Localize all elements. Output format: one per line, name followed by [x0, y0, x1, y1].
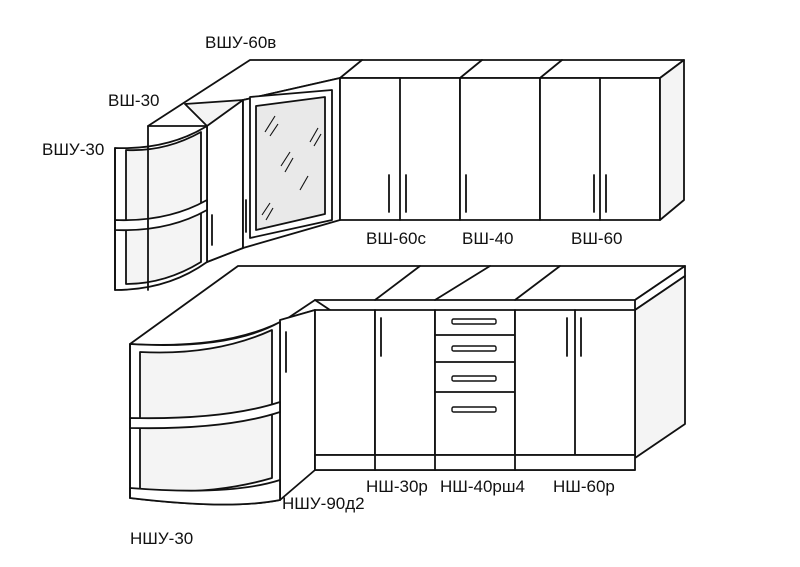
vshu-30-shelf-unit	[114, 125, 208, 291]
label-nshu-30: НШУ-30	[130, 529, 193, 548]
plinth	[314, 454, 636, 471]
upper-cabinets	[114, 59, 685, 291]
label-nsh-60r: НШ-60р	[553, 477, 615, 496]
labels: ВШУ-60в ВШ-30 ВШУ-30 ВШ-60с ВШ-40 ВШ-60 …	[42, 33, 623, 548]
label-vshu-30: ВШУ-30	[42, 140, 104, 159]
vshu-60v-corner-cabinet	[242, 77, 341, 249]
lower-cabinets	[129, 265, 686, 506]
vsh-60s-cabinet	[339, 77, 461, 221]
label-nshu-90d2: НШУ-90д2	[282, 494, 365, 513]
nsh-30r-cabinet	[374, 309, 436, 456]
label-vsh-40: ВШ-40	[462, 229, 514, 248]
label-vsh-30: ВШ-30	[108, 91, 160, 110]
nsh-40rsh4-drawer-cabinet	[434, 309, 516, 456]
nshu-30-shelf-unit	[129, 321, 281, 506]
label-nsh-40rsh4: НШ-40рш4	[440, 477, 525, 496]
glass-reflection	[261, 115, 322, 221]
label-vsh-60: ВШ-60	[571, 229, 623, 248]
label-nsh-30r: НШ-30р	[366, 477, 428, 496]
label-vsh-60s: ВШ-60с	[366, 229, 426, 248]
vsh-40-cabinet	[459, 77, 541, 221]
vsh-60-cabinet	[539, 59, 685, 221]
label-vshu-60v: ВШУ-60в	[205, 33, 276, 52]
nshu-90d2-corner-cabinet	[279, 309, 636, 501]
nsh-60r-cabinet	[514, 309, 636, 456]
